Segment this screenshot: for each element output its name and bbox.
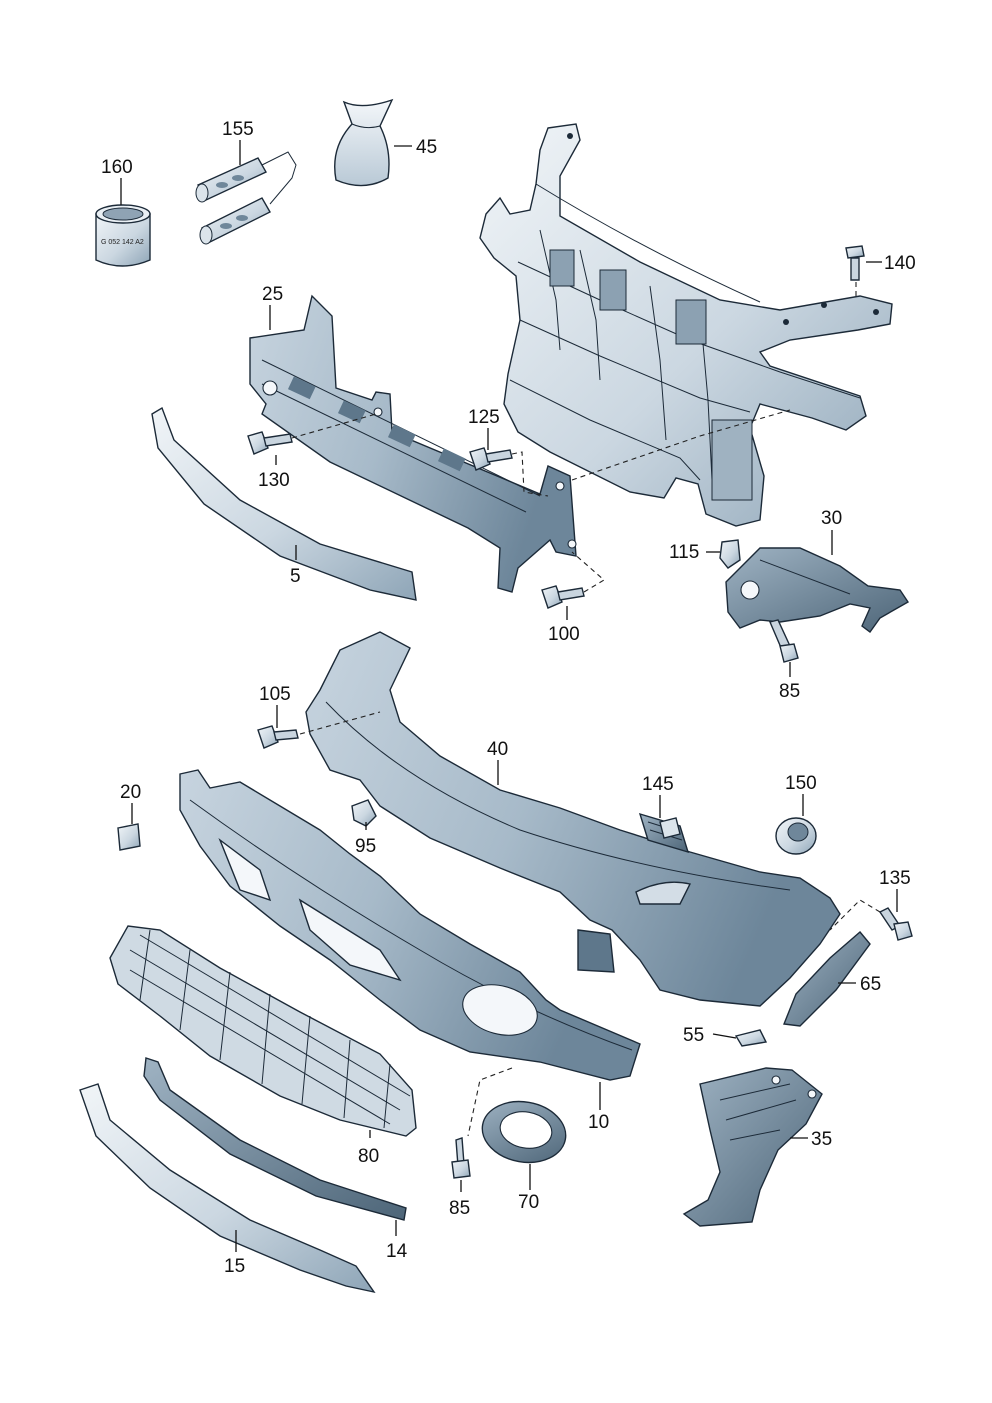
part-130-bolt [247,413,377,455]
label-5: 5 [290,566,301,587]
part-125-bolt [469,447,549,497]
part-5-strip [151,406,417,601]
leader-lines [120,140,898,1252]
part-14-strip [143,1057,407,1221]
label-15: 15 [224,1256,245,1277]
part-160-sleeve: G 052 142 A2 [95,204,151,267]
label-100: 100 [548,624,580,645]
part-20-cap [117,823,141,851]
part-115-clip [719,539,741,569]
label-85-upper: 85 [779,681,800,702]
label-35: 35 [811,1129,832,1150]
label-45: 45 [416,137,437,158]
part-lock-carrier [479,123,893,527]
part-150-grommet [775,817,817,855]
part-55-cap [734,1029,768,1047]
label-65: 65 [860,974,881,995]
label-130: 130 [258,470,290,491]
label-150: 150 [785,773,817,794]
label-14: 14 [386,1241,408,1262]
label-140: 140 [884,253,916,274]
part-160-stamp: G 052 142 A2 [101,239,144,246]
part-30-bracket [725,547,909,633]
part-140-bolt [845,245,865,300]
label-70: 70 [518,1192,539,1213]
leader-beam-to-carrier [571,409,791,481]
part-25-impact-beam [249,294,577,593]
label-40: 40 [487,739,508,760]
label-10: 10 [588,1112,609,1133]
label-55: 55 [683,1025,704,1046]
label-115: 115 [669,542,699,563]
part-labels: 160 155 45 140 25 125 130 5 100 30 115 8… [101,119,916,1277]
part-65-trim [783,931,871,1027]
label-95: 95 [355,836,376,857]
label-135: 135 [879,868,911,889]
part-95-clip [351,799,377,827]
label-30: 30 [821,508,842,529]
leader-10-to-85 [467,1067,513,1137]
part-10-lower-panel [179,769,641,1081]
part-145-grille-clip [638,812,690,854]
label-105: 105 [259,684,291,705]
part-35-bracket [682,1067,823,1227]
part-80-grille [109,925,417,1137]
label-80: 80 [358,1146,379,1167]
label-145: 145 [642,774,674,795]
label-160: 160 [101,157,133,178]
label-125: 125 [468,407,500,428]
part-70-ring [481,1100,567,1164]
part-15-lip [79,1083,376,1294]
label-155: 155 [222,119,254,140]
part-85-screw-upper [769,619,799,663]
label-20: 20 [120,782,141,803]
part-105-bolt [257,711,381,749]
part-155-tubes [195,151,297,245]
label-85-lower: 85 [449,1198,470,1219]
part-45-bag [334,98,394,187]
label-25: 25 [262,284,283,305]
part-85-screw-lower [451,1137,471,1179]
part-40-bumper-cover [305,631,841,1007]
part-100-bolt [541,551,605,609]
part-135-screw [829,899,913,941]
